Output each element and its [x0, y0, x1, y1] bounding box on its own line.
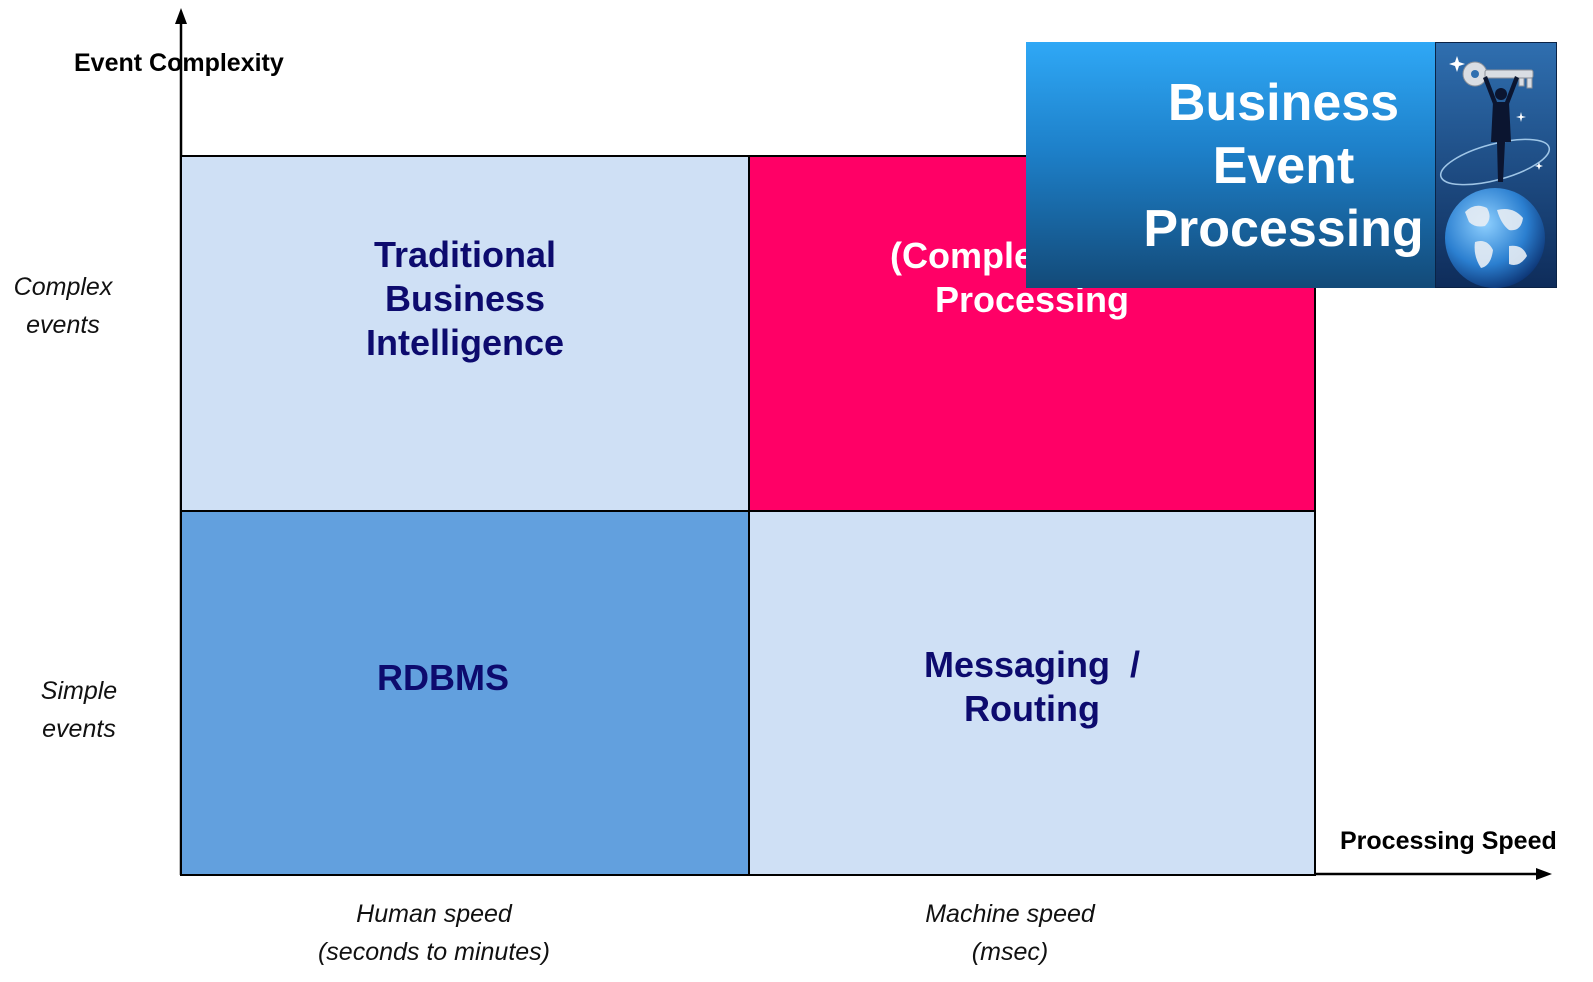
y-axis-arrowhead: [175, 8, 187, 24]
column-label-machine-line1: Machine speed: [925, 900, 1095, 928]
quadrant-top-left-line1: Traditional: [373, 233, 557, 275]
banner-title-line3: Processing: [1143, 200, 1424, 258]
row-label-complex-line1: Complex: [13, 273, 113, 301]
banner-title-line1: Business: [1167, 74, 1400, 132]
quadrant-bottom-left-line1: RDBMS: [377, 657, 509, 698]
quadrant-top-left-text: Traditional Business Intelligence: [366, 233, 564, 365]
quadrant-bottom-right-text: Messaging / Routing: [924, 643, 1140, 731]
column-label-human-line2: (seconds to minutes): [317, 938, 551, 966]
banner-title: Business Event Processing: [1126, 72, 1441, 261]
column-label-human-line1: Human speed: [356, 900, 512, 928]
x-axis-arrowhead: [1536, 868, 1552, 880]
quadrant-bottom-right-line1: Messaging /: [923, 644, 1141, 685]
row-label-simple-line1: Simple: [40, 677, 118, 705]
x-axis-title: Processing Speed: [1340, 827, 1557, 855]
globe-key-figure-icon: [1435, 42, 1557, 288]
y-axis-title: Event Complexity: [74, 49, 284, 77]
banner-title-line2: Event: [1212, 137, 1355, 195]
quadrant-top-left-line2: Business: [384, 277, 546, 319]
column-label-machine-line2: (msec): [971, 938, 1049, 966]
row-label-simple-line2: events: [42, 715, 116, 743]
quadrant-top-left: Traditional Business Intelligence: [180, 155, 750, 512]
business-event-processing-banner: Business Event Processing: [1026, 42, 1557, 288]
quadrant-bottom-right-line2: Routing: [964, 688, 1100, 729]
column-label-human: Human speed (seconds to minutes): [284, 895, 584, 971]
quadrant-bottom-left: RDBMS: [180, 510, 750, 876]
row-label-complex: Complex events: [0, 268, 126, 344]
quadrant-bottom-left-text: RDBMS: [377, 656, 509, 700]
row-label-simple: Simple events: [16, 672, 142, 748]
quadrant-bottom-right: Messaging / Routing: [748, 510, 1316, 876]
column-label-machine: Machine speed (msec): [860, 895, 1160, 971]
quadrant-top-left-line3: Intelligence: [365, 321, 565, 363]
row-label-complex-line2: events: [26, 311, 100, 339]
